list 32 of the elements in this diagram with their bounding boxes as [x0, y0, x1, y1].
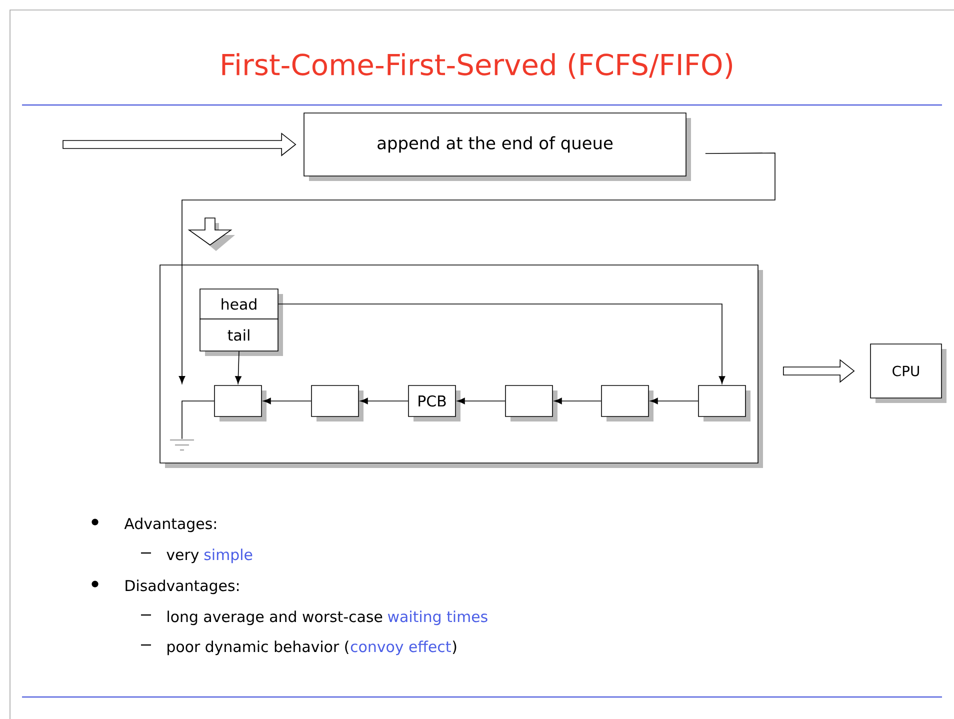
pointer-box: tail	[200, 318, 283, 356]
list-text: )	[452, 640, 456, 654]
list-text: very	[166, 552, 199, 564]
arrow	[360, 398, 408, 404]
queue-element-box	[601, 385, 654, 422]
cpu-box: CPU	[870, 344, 946, 403]
arrow	[457, 398, 506, 404]
queue-element-box	[698, 385, 750, 422]
queue-element-box	[214, 385, 266, 422]
arrow	[235, 351, 242, 384]
list-text: Advantages:	[124, 518, 216, 532]
list-text: poor dynamic behavior (	[168, 640, 348, 656]
arrow	[263, 398, 312, 404]
hollow-arrow	[62, 132, 296, 156]
title: First-Come-First-Served (FCFS/FIFO)	[222, 53, 732, 79]
ground-symbol	[170, 440, 194, 450]
highlighted-text: convoy effect	[350, 640, 451, 656]
list-text: Disadvantages:	[126, 580, 239, 594]
pointer-box: head	[200, 288, 283, 324]
queue-element-box	[505, 385, 558, 422]
queue-element-box: PCB	[408, 385, 460, 422]
connector-line	[182, 400, 214, 440]
arrow	[278, 304, 726, 384]
highlighted-text: simple	[204, 548, 252, 564]
arrow	[178, 152, 776, 384]
list-text: long average and worst-case	[168, 610, 382, 626]
arrow	[554, 398, 602, 404]
highlighted-text: waiting times	[388, 610, 488, 626]
queue-element-box	[311, 385, 364, 422]
process-box: append at the end of queue	[304, 112, 691, 181]
arrow	[650, 398, 698, 404]
hollow-arrow	[783, 359, 855, 383]
